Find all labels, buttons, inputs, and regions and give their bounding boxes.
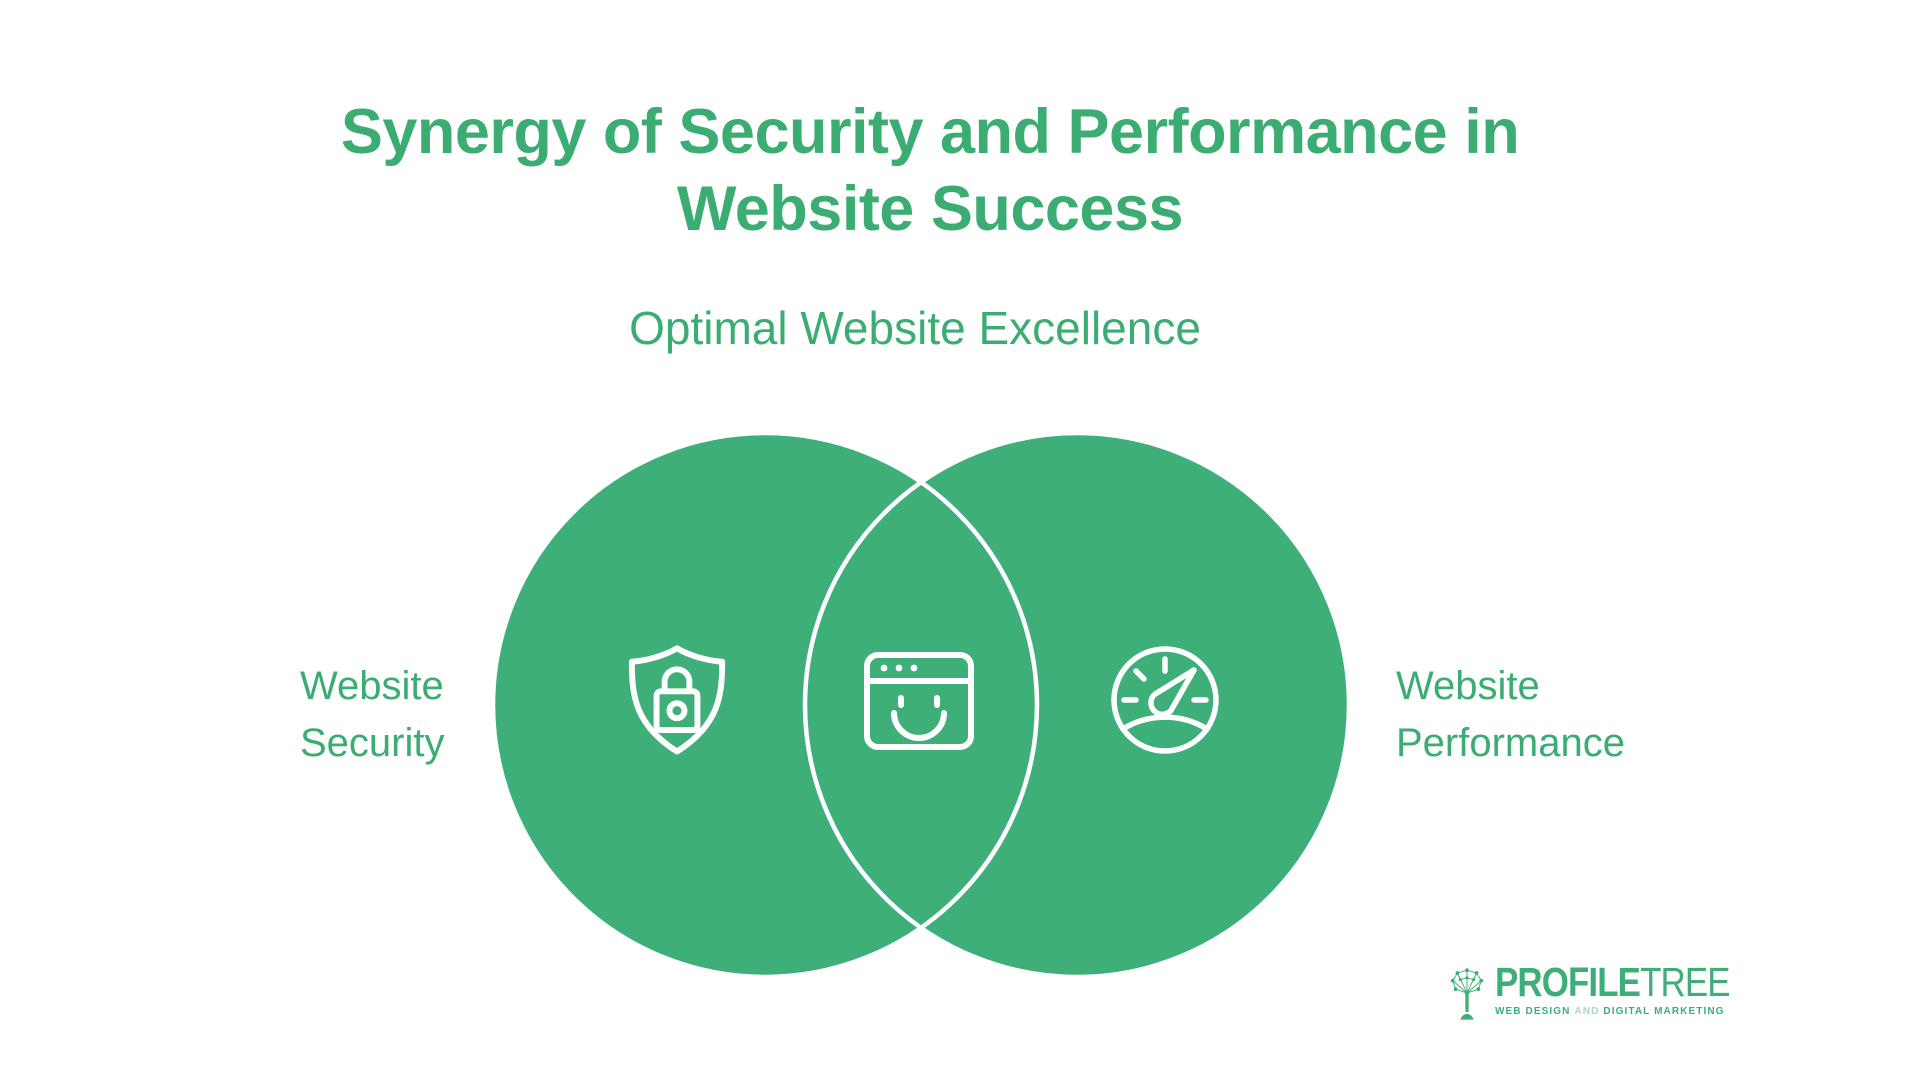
venn-right-label: Website Performance [1396, 664, 1625, 765]
venn-right-circle-outline [802, 430, 1352, 980]
shield-outline [628, 645, 726, 755]
browser-dot [910, 664, 918, 672]
logo-tagline-marketing: DIGITAL MARKETING [1603, 1006, 1725, 1017]
speedometer-icon [1111, 646, 1219, 754]
profiletree-tree-icon [1450, 968, 1484, 1020]
gauge-tick-upper-left [1133, 668, 1147, 682]
browser-dot [895, 664, 903, 672]
gauge-dial [1111, 646, 1219, 754]
venn-left-circle-outline [490, 430, 1040, 980]
logo-brand-name: PROFILETREE [1495, 962, 1730, 1003]
browser-smile-icon [864, 652, 974, 750]
gauge-bottom-arc [1120, 714, 1210, 732]
lock-body [653, 688, 701, 733]
logo-brand-bold: PROFILE [1495, 959, 1641, 1005]
shield-lock-icon [628, 645, 726, 755]
page-title: Synergy of Security and Performance in W… [340, 97, 1520, 244]
browser-window [864, 652, 974, 750]
smiley-mouth [891, 710, 947, 741]
logo-tagline-web: WEB DESIGN [1495, 1006, 1571, 1017]
logo-tagline-and: AND [1574, 1006, 1600, 1017]
venn-right-circle [805, 433, 1349, 977]
lock-keyhole [666, 700, 688, 722]
lock-shackle [661, 666, 693, 695]
browser-dot [880, 664, 888, 672]
venn-center-label: Optimal Website Excellence [629, 302, 1201, 354]
venn-left-label: Website Security [300, 664, 445, 765]
logo-brand-light: TREE [1640, 959, 1730, 1005]
gauge-needle [1148, 667, 1197, 718]
